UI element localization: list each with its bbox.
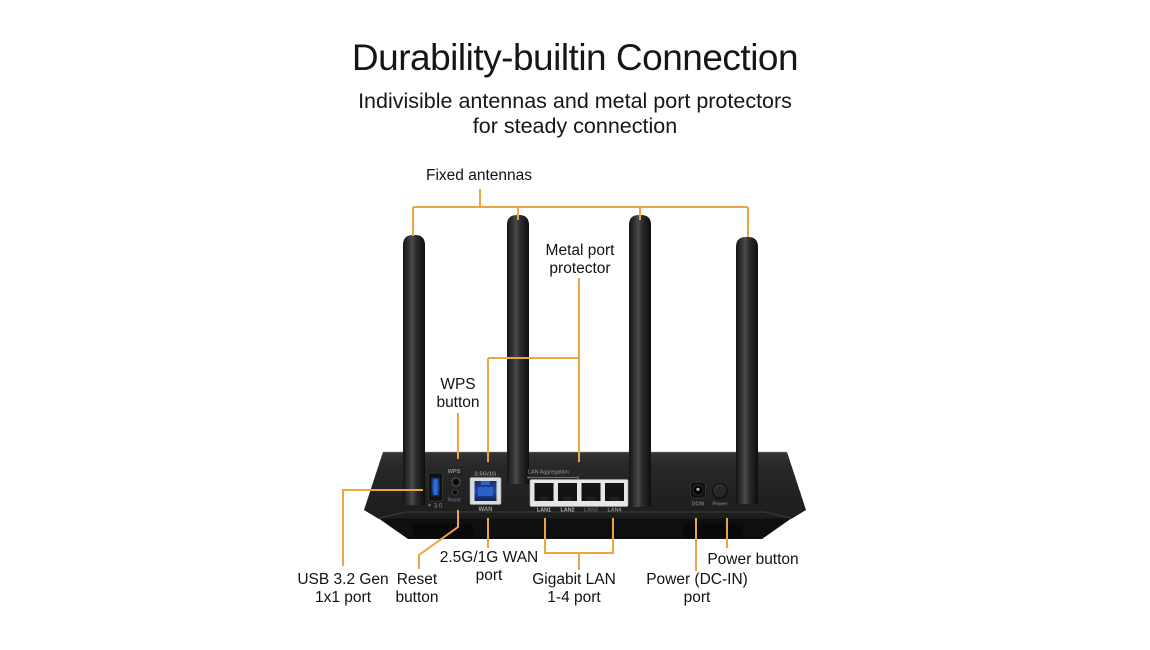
- callout-reset-button: Reset button: [395, 571, 439, 606]
- lan-port-block: LAN Aggregation: [527, 470, 629, 514]
- callout-line-metal-port-protector: [487, 278, 580, 462]
- power-label: Power: [712, 502, 727, 508]
- reset-label: Reset: [447, 498, 461, 504]
- lan-aggregation-bracket: [527, 476, 579, 479]
- antenna-3: [629, 215, 651, 507]
- wan-label: WAN: [479, 507, 493, 513]
- callout-wps-button: WPS button: [436, 376, 480, 411]
- lan2-label: LAN2: [560, 508, 574, 514]
- wps-label: WPS: [448, 469, 461, 475]
- lan4-label: LAN4: [607, 508, 621, 514]
- lan-aggregation-label: LAN Aggregation: [528, 470, 569, 476]
- subtitle-line-1: Indivisible antennas and metal port prot…: [358, 88, 792, 113]
- lan1-label: LAN1: [537, 508, 551, 514]
- callout-gigabit-lan: Gigabit LAN 1-4 port: [532, 571, 616, 606]
- callout-line-usb: [342, 489, 423, 566]
- wan-port: 2.5G/1G WAN: [469, 472, 502, 513]
- page-subtitle: Indivisible antennas and metal port prot…: [0, 89, 1150, 141]
- antenna-1: [403, 235, 425, 505]
- lan3-label: LAN3: [584, 508, 598, 514]
- callout-fixed-antennas: Fixed antennas: [426, 167, 532, 184]
- page-title: Durability-builtin Connection: [351, 37, 799, 78]
- router-bottom-seam: [377, 511, 793, 519]
- callout-line-reset: [418, 510, 459, 569]
- wan-speed-label: 2.5G/1G: [475, 472, 497, 478]
- callout-line-gigabit-lan: [544, 518, 614, 570]
- router-foot-left: [413, 524, 473, 538]
- header: Durability-builtin Connection Indivisibl…: [0, 37, 1150, 141]
- callout-power-button: Power button: [707, 551, 799, 568]
- power-button: Power: [712, 483, 728, 508]
- callout-usb-port: USB 3.2 Gen 1x1 port: [297, 571, 389, 606]
- subtitle-line-2: for steady connection: [472, 114, 678, 139]
- antenna-2: [507, 215, 529, 484]
- usb-ss-icon: [428, 503, 431, 507]
- usb-port: 3.0: [428, 472, 443, 510]
- usb-port-label: 3.0: [434, 504, 443, 510]
- lan-port-1: [534, 483, 554, 501]
- reset-button: Reset: [447, 489, 461, 504]
- callout-wan-port: 2.5G/1G WAN port: [439, 549, 539, 584]
- router-foot-right: [683, 524, 743, 538]
- lan-metal-plate: [529, 479, 629, 507]
- dcin-label: DCIN: [692, 502, 705, 508]
- lan-port-2: [558, 483, 577, 501]
- dcin-port: DCIN: [690, 481, 706, 508]
- callout-power-dcin: Power (DC-IN) port: [646, 571, 748, 606]
- wps-button: WPS: [448, 469, 461, 487]
- callout-line-fixed-antennas: [412, 189, 749, 237]
- callout-lines: [342, 189, 749, 571]
- lan-port-3: [581, 483, 601, 501]
- lan-port-4: [605, 483, 624, 501]
- callout-metal-port-protector: Metal port protector: [545, 242, 615, 277]
- antenna-4: [736, 237, 758, 504]
